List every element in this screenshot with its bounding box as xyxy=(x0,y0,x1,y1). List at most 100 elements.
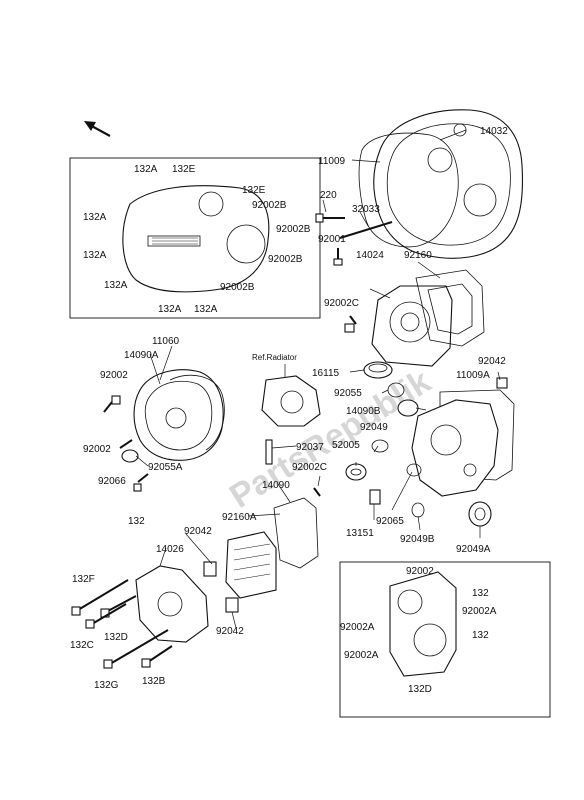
cover-14026 xyxy=(135,565,209,643)
filler-cap-16115 xyxy=(363,361,393,379)
label-132A-bottom3: 132A xyxy=(194,304,218,315)
bolt-92001 xyxy=(333,248,343,266)
label-11009A: 11009A xyxy=(456,370,490,381)
bolt-92002C xyxy=(344,315,357,333)
label-14090: 14090 xyxy=(262,480,290,491)
plug-92042b xyxy=(225,597,239,613)
plug-92042-right xyxy=(496,377,508,389)
seal-92049B xyxy=(411,502,425,518)
label-92042-a: 92042 xyxy=(184,526,212,537)
label-11060: 11060 xyxy=(152,336,180,347)
cover-14090B xyxy=(397,399,419,417)
label-92002A-inset-1: 92002A xyxy=(462,606,497,617)
label-132A-left1: 132A xyxy=(83,212,107,223)
label-92002-b: 92002 xyxy=(83,444,111,455)
label-132-inset-2: 132 xyxy=(472,630,489,641)
label-132G: 132G xyxy=(94,680,119,691)
pipe-92037 xyxy=(265,439,273,465)
gasket-14090A xyxy=(169,374,225,451)
plug-92042a xyxy=(203,561,217,577)
direction-arrow-icon xyxy=(84,121,111,137)
bolt-132D xyxy=(100,595,137,618)
label-132F: 132F xyxy=(72,574,95,585)
label-14026: 14026 xyxy=(156,544,184,555)
bolt-132G xyxy=(103,629,169,669)
bolt-132B xyxy=(141,645,173,668)
label-132-inset-1: 132 xyxy=(472,588,489,599)
label-92160: 92160 xyxy=(404,250,432,261)
label-14090B: 14090B xyxy=(346,406,381,417)
label-132D: 132D xyxy=(104,632,128,643)
label-132B: 132B xyxy=(142,676,166,687)
label-14024: 14024 xyxy=(356,250,384,261)
label-92055: 92055 xyxy=(334,388,362,399)
bolt-132C xyxy=(85,603,127,629)
label-92002B-3: 92002B xyxy=(268,254,303,265)
label-220: 220 xyxy=(320,190,337,201)
label-132A-bottom2: 132A xyxy=(158,304,182,315)
label-132-left: 132 xyxy=(128,516,145,527)
label-14090A: 14090A xyxy=(124,350,159,361)
bolt-92002b xyxy=(119,439,133,449)
label-14032: 14032 xyxy=(480,126,508,137)
bolt-92002C-b xyxy=(313,487,321,497)
label-92002C: 92002C xyxy=(324,298,359,309)
label-132A-bottom1: 132A xyxy=(104,280,128,291)
generator-cover-bolt-inset xyxy=(339,561,551,718)
label-52005: 52005 xyxy=(332,440,360,451)
rod-32033 xyxy=(339,221,393,239)
label-132E-1: 132E xyxy=(172,164,196,175)
label-132A-left2: 132A xyxy=(83,250,107,261)
label-92066: 92066 xyxy=(98,476,126,487)
clutch-cover-bolt-inset xyxy=(69,157,321,319)
bolt-92002a xyxy=(103,395,121,413)
label-92037: 92037 xyxy=(296,442,324,453)
label-92002A-inset-2: 92002A xyxy=(340,622,375,633)
water-pump-body xyxy=(261,375,321,427)
label-92160A: 92160A xyxy=(222,512,257,523)
watermark: PartsRepublik xyxy=(223,362,437,515)
generator-cover xyxy=(411,399,499,497)
leader-lines xyxy=(135,129,501,629)
regulator-heatsink xyxy=(225,531,277,599)
label-92002-a: 92002 xyxy=(100,370,128,381)
cap-92066 xyxy=(121,449,139,463)
crankcase-cover-14032 xyxy=(373,109,523,259)
gasket-11009 xyxy=(358,132,459,248)
switch-13151 xyxy=(369,489,381,505)
pump-cover-14024 xyxy=(371,285,453,367)
label-132D-inset: 132D xyxy=(408,684,432,695)
seal-92049 xyxy=(371,439,389,453)
label-92049A: 92049A xyxy=(456,544,491,555)
label-92002-inset: 92002 xyxy=(406,566,434,577)
label-92002C-b: 92002C xyxy=(292,462,327,473)
label-92001: 92001 xyxy=(318,234,346,245)
bolt-132F xyxy=(71,579,129,616)
label-92002B-2: 92002B xyxy=(276,224,311,235)
label-92049B: 92049B xyxy=(400,534,435,545)
seal-52005 xyxy=(345,463,367,481)
label-92065: 92065 xyxy=(376,516,404,527)
label-92002B-4: 92002B xyxy=(220,282,255,293)
label-92002A-inset-3: 92002A xyxy=(344,650,379,661)
label-92002B-1: 92002B xyxy=(252,200,287,211)
label-11009: 11009 xyxy=(318,156,346,167)
label-92049: 92049 xyxy=(360,422,388,433)
label-132C: 132C xyxy=(70,640,94,651)
label-16115: 16115 xyxy=(312,368,340,379)
bolt-132-left xyxy=(133,473,149,492)
cover-11060 xyxy=(133,369,224,461)
seal-92049A xyxy=(468,501,492,527)
seal-92065 xyxy=(406,463,422,477)
label-132A-top: 132A xyxy=(134,164,158,175)
label-13151: 13151 xyxy=(346,528,374,539)
label-92042-right: 92042 xyxy=(478,356,506,367)
label-132E-2: 132E xyxy=(242,185,266,196)
ref-radiator-label: Ref.Radiator xyxy=(252,353,297,362)
gasket-92160A xyxy=(273,497,319,569)
bolt-220 xyxy=(315,213,345,223)
gasket-92160 xyxy=(415,269,485,347)
label-92055A: 92055A xyxy=(148,462,183,473)
label-92042-b: 92042 xyxy=(216,626,244,637)
